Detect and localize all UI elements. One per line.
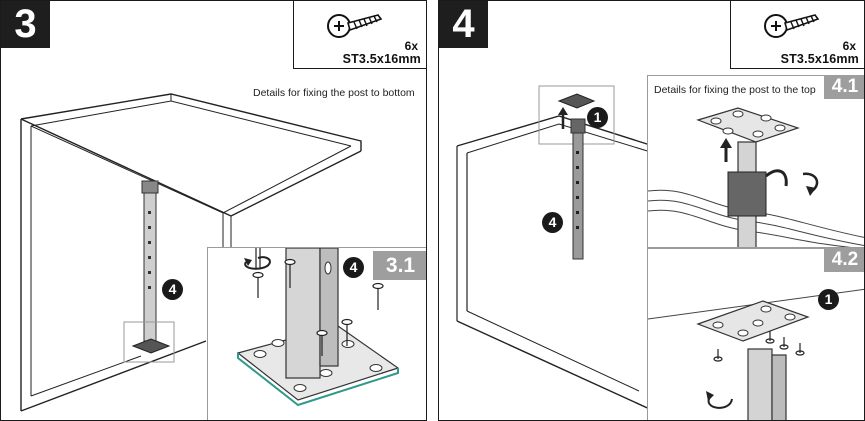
- top-bracket-marker: 1: [587, 107, 608, 128]
- rotate-arrow-icon: [244, 256, 272, 270]
- detail-view-4-2: [647, 248, 864, 420]
- step-4-panel: 4 6x ST3.5x16mm 1 4 D: [438, 0, 865, 421]
- post-marker: 4: [162, 279, 183, 300]
- screw-specification: ST3.5x16mm: [780, 52, 859, 66]
- post-marker: 4: [542, 212, 563, 233]
- sub-step-3-1-label: 3.1: [373, 251, 426, 280]
- screw-icon: [764, 14, 820, 38]
- cabinet-illustration: [456, 85, 670, 412]
- step-3-panel: 3 6x ST3.5x16mm Details for fixing the p…: [0, 0, 427, 421]
- screw-quantity: 6x: [842, 39, 856, 53]
- cabinet-illustration: [20, 93, 362, 412]
- sub-step-4-1-label: 4.1: [824, 75, 864, 99]
- detail-marker: 4: [343, 257, 364, 278]
- detail-view-4-1: Details for fixing the post to the top: [647, 75, 864, 248]
- screw-spec-box: 6x ST3.5x16mm: [730, 1, 864, 69]
- screw-spec-box: 6x ST3.5x16mm: [293, 1, 426, 69]
- screw-specification: ST3.5x16mm: [342, 52, 421, 66]
- detail-caption: Details for fixing the post to bottom: [253, 87, 415, 99]
- step-number-4: 4: [439, 1, 488, 48]
- plate-screw-detail: [648, 288, 864, 420]
- base-plate-detail: [236, 248, 400, 407]
- detail-caption: Details for fixing the post to the top: [654, 84, 816, 96]
- screw-quantity: 6x: [404, 39, 418, 53]
- rotate-arrow-icon: [707, 396, 733, 409]
- detail-view-3-1: [207, 247, 426, 420]
- step-number-3: 3: [1, 1, 50, 48]
- screw-icon: [327, 14, 383, 38]
- top-bracket-detail: [648, 107, 864, 247]
- sub-step-4-2-label: 4.2: [824, 248, 864, 272]
- plate-marker: 1: [818, 289, 839, 310]
